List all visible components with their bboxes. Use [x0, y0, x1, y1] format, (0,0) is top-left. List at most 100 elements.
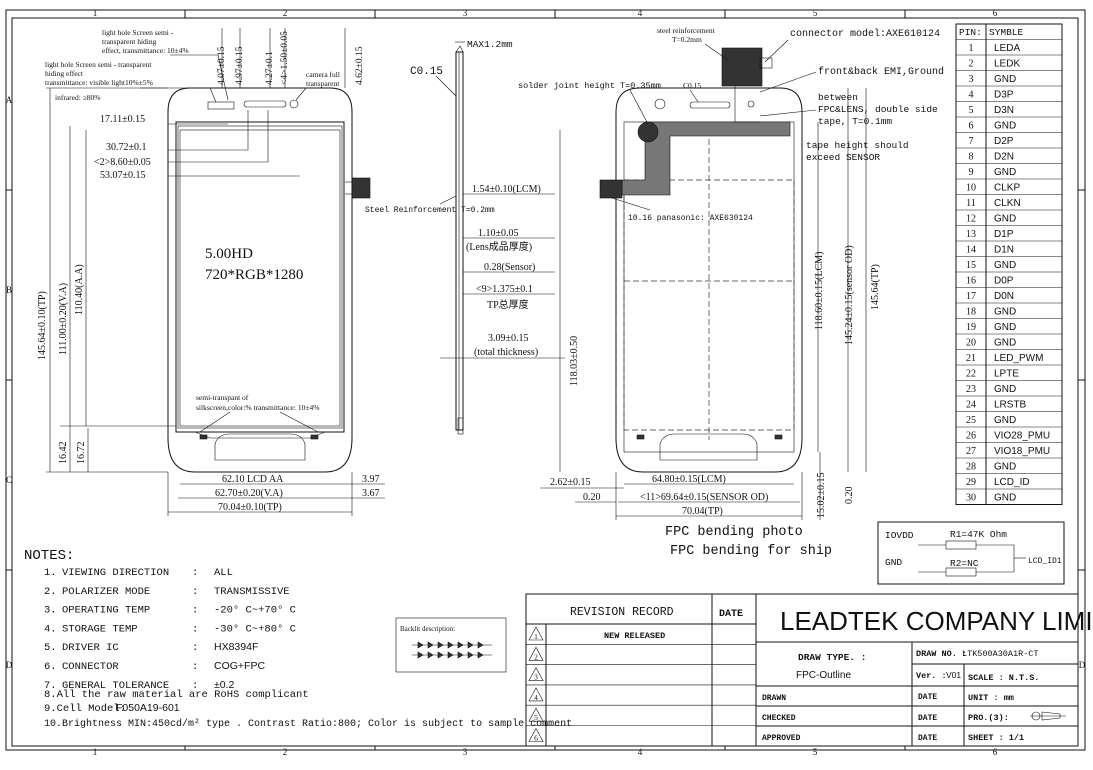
steel-reinforce-note-a: steel reinforcement [657, 26, 716, 35]
note-value: ±0.2 [214, 679, 235, 691]
pin-symbol: VIO18_PMU [994, 446, 1050, 457]
back-dim-sensor-height: 145.24±0.15(sensor OD) [844, 245, 855, 345]
revision-triangle-icon [528, 626, 544, 641]
back-dim-262: 2.62±0.15 [550, 477, 591, 488]
note-colon: : [192, 586, 198, 598]
note-colon: : [192, 642, 198, 654]
light-hole-note-2b: hiding effect [45, 69, 84, 78]
back-c015: C0.15 [683, 81, 701, 90]
tape-height-note-b: exceed SENSOR [806, 152, 880, 163]
pin-symbol: VIO28_PMU [994, 431, 1050, 442]
row-label-a: A [6, 95, 13, 105]
led-icon [437, 651, 444, 659]
dim-17: 17.11±0.15 [100, 114, 145, 125]
pin-symbol: LPTE [994, 369, 1019, 380]
pin-symbol: D3P [994, 90, 1014, 101]
note-label: GENERAL TOLERANCE [62, 680, 169, 692]
side-view: C0.15 MAX1.2mm Steel Reinforcement T=0.2… [365, 39, 565, 435]
back-dim-tp-height: 145.64(TP) [870, 264, 881, 310]
pin-number: 17 [966, 291, 976, 302]
note-number: 1. [44, 567, 57, 579]
back-solder-joint [637, 121, 659, 143]
pin-number: 3 [969, 74, 974, 85]
pin-symbol: GND [994, 214, 1016, 225]
back-fpc-strip [621, 121, 791, 196]
note-colon: : [192, 605, 198, 617]
ver-label: Ver. : [916, 671, 947, 681]
dim-top-3: 4.27±0.1 [265, 51, 275, 85]
sheet-label: SHEET : 1/1 [968, 733, 1024, 743]
sheet-inner-border [11, 17, 1079, 747]
side-dim-total: 3.09±0.15 [488, 333, 529, 344]
backlit-title: Backlit description: [400, 625, 455, 633]
pin-header: PIN: [959, 27, 982, 38]
pin-symbol: GND [994, 74, 1016, 85]
pin-number: 23 [966, 384, 976, 395]
revision-triangle-icon [528, 646, 544, 661]
light-hole-note-2a: light hole Screen semi - transparent [45, 60, 152, 69]
pin-symbol: D1P [994, 229, 1014, 240]
fpc-bending-photo-label: FPC bending photo [665, 525, 803, 540]
back-top-connector [721, 47, 763, 87]
note-colon: : [192, 567, 198, 579]
scale-label: SCALE : N.T.S. [968, 673, 1039, 683]
dim-top-4: <4>1.50±0.05 [280, 31, 290, 85]
pin-number: 1 [969, 43, 974, 54]
note-label: VIEWING DIRECTION [62, 567, 169, 579]
projection-symbol-icon [1030, 711, 1066, 721]
pin-symbol: LCD_ID [994, 477, 1030, 488]
side-max-thickness: MAX1.2mm [467, 39, 513, 50]
note-line-8: 8.All the raw material are RoHS complica… [44, 689, 309, 701]
notes-section: NOTES: 1.VIEWING DIRECTION:ALL2.POLARIZE… [24, 548, 572, 730]
pin-symbol: GND [994, 493, 1016, 504]
note-value: HX8394F [214, 641, 258, 653]
connector-model-note: connector model:AXE610124 [790, 28, 940, 40]
note-value: TRANSMISSIVE [214, 586, 290, 598]
column-markers: 1 2 3 4 5 6 1 2 3 4 5 6 [93, 8, 998, 757]
pin-number: 16 [966, 276, 976, 287]
back-dim-sensor-width: <11>69.64±0.15(SENSOR OD) [640, 492, 768, 503]
back-fpc-connector [599, 179, 623, 199]
pin-number: 9 [969, 167, 974, 178]
circuit-lcd-id: LCD_ID1 [1028, 557, 1062, 566]
side-dim-tp: <9>1.375±0.1 [476, 284, 533, 295]
dim-1672: 16.72 [76, 442, 87, 465]
back-view: steel reinforcement T=0.2mm connector mo… [518, 26, 944, 559]
dim-8: <2>8.60±0.05 [94, 157, 151, 168]
pin-symbol: D3N [994, 105, 1014, 116]
new-released: NEW RELEASED [604, 631, 665, 641]
back-dim-020b: 0.20 [844, 487, 855, 505]
pin-symbol: GND [994, 167, 1016, 178]
camera-note-a: camera full [306, 70, 340, 79]
pin-number: 2 [969, 59, 974, 70]
front-light-hole [207, 101, 235, 110]
col-label-4: 4 [638, 8, 643, 18]
back-dim-lcm-height: 118.60±0.15(LCM) [814, 252, 825, 330]
front-va-outline [177, 125, 343, 429]
dim-53: 53.07±0.15 [100, 170, 146, 181]
side-steel-note: Steel Reinforcement T=0.2mm [365, 206, 495, 215]
pin-symbol: LED_PWM [994, 353, 1043, 364]
ver-value: V01 [946, 670, 961, 680]
revision-date-header: DATE [719, 609, 743, 620]
col-label-5b: 5 [813, 747, 818, 757]
notes-title: NOTES: [24, 548, 74, 564]
led-icon [447, 641, 454, 649]
dim-va-height: 111.00±0.20(V.A) [58, 283, 69, 355]
between-note-b: FPC&LENS, double side [818, 104, 938, 115]
pin-number: 25 [966, 415, 976, 426]
led-icon [477, 641, 484, 649]
col-label-5: 5 [813, 8, 818, 18]
side-c015: C0.15 [410, 66, 443, 78]
approved-label: APPROVED [762, 734, 801, 743]
pin-number: 6 [969, 121, 974, 132]
side-dim-lens: 1.10±0.05 [478, 228, 519, 239]
pin-number: 13 [966, 229, 976, 240]
col-label-4b: 4 [638, 747, 643, 757]
back-outline [615, 87, 803, 473]
emi-note: front&back EMI,Ground [818, 66, 944, 78]
drawn-label: DRAWN [762, 694, 786, 703]
between-note-c: tape, T=0.1mm [818, 116, 892, 127]
pin-number: 18 [966, 307, 976, 318]
front-bottom-cutout [214, 433, 306, 461]
